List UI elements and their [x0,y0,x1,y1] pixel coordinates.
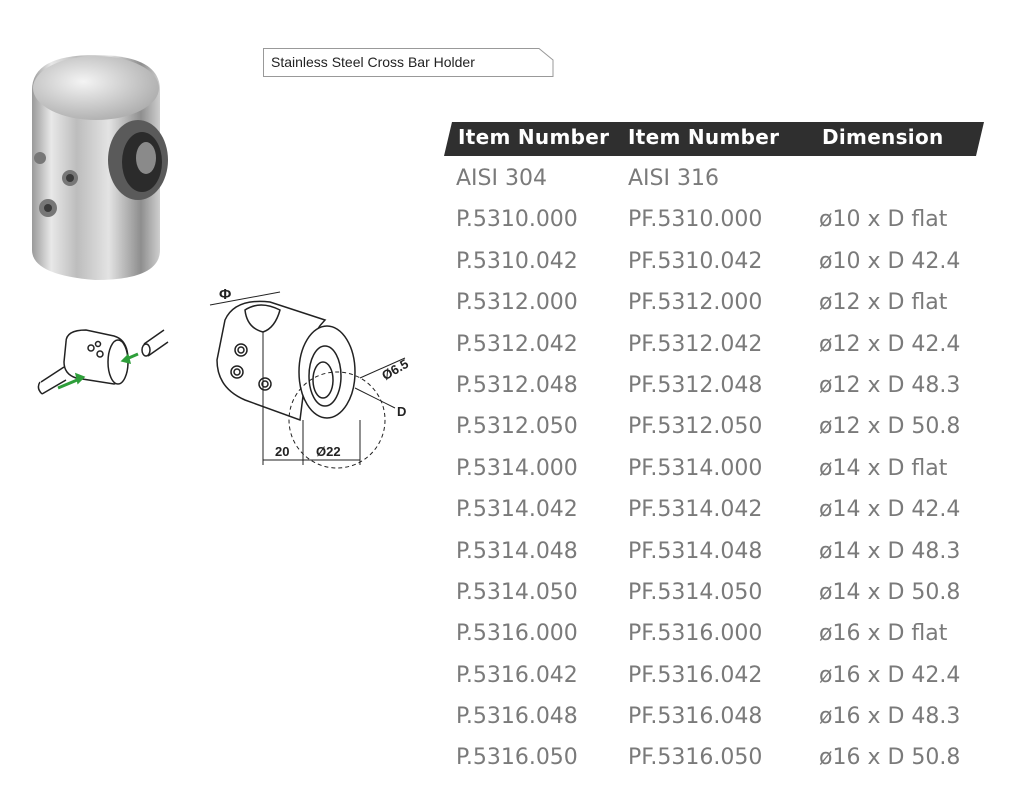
product-title: Stainless Steel Cross Bar Holder [271,54,475,70]
cell-aisi-316: PF.5312.050 [628,414,763,440]
dim-phi-label: Φ [219,286,232,303]
dimension-diagram: Φ Ø6.5 D 20 Ø22 [205,280,425,484]
table-row: P.5312.000 PF.5312.000 ø12 x D flat [444,286,984,327]
cell-dimension: ø12 x D 42.4 [819,331,961,357]
cell-aisi-316: PF.5314.048 [628,538,763,564]
table-row: P.5314.000 PF.5314.000 ø14 x D flat [444,452,984,493]
table-row: P.5314.048 PF.5314.048 ø14 x D 48.3 [444,535,984,576]
table-row: P.5316.050 PF.5316.050 ø16 x D 50.8 [444,741,984,782]
cell-dimension: ø16 x D 50.8 [819,745,961,771]
table-row: P.5312.050 PF.5312.050 ø12 x D 50.8 [444,410,984,451]
dim-d-label: D [397,404,407,419]
table-row: P.5310.000 PF.5310.000 ø10 x D flat [444,203,984,244]
cell-aisi-316: PF.5316.048 [628,704,763,730]
cell-aisi-316: PF.5314.042 [628,497,763,523]
cell-aisi-304: P.5310.042 [456,248,578,274]
table-row: P.5312.042 PF.5312.042 ø12 x D 42.4 [444,328,984,369]
cell-aisi-316: PF.5314.000 [628,455,763,481]
cell-aisi-316: PF.5314.050 [628,579,763,605]
cell-dimension: ø12 x D 48.3 [819,372,961,398]
cell-aisi-304: P.5316.050 [456,745,578,771]
cell-dimension: ø16 x D 42.4 [819,662,961,688]
cell-aisi-304: P.5316.042 [456,662,578,688]
cell-aisi-304: P.5314.050 [456,579,578,605]
table-header-background [444,122,984,156]
cell-aisi-304: P.5312.042 [456,331,578,357]
cell-aisi-316: PF.5310.042 [628,248,763,274]
cell-dimension: ø12 x D flat [819,290,948,316]
table-row: P.5312.048 PF.5312.048 ø12 x D 48.3 [444,369,984,410]
header-item-number-304: Item Number [458,125,610,149]
cell-aisi-304: P.5310.000 [456,207,578,233]
cell-aisi-304: P.5314.000 [456,455,578,481]
cell-dimension: ø10 x D flat [819,207,948,233]
header-dimension: Dimension [822,125,944,149]
cell-aisi-304: P.5312.000 [456,290,578,316]
cell-dimension: ø14 x D 42.4 [819,497,961,523]
dim-d22-label: Ø22 [316,444,341,459]
cell-dimension: ø14 x D flat [819,455,948,481]
table-row: P.5316.048 PF.5316.048 ø16 x D 48.3 [444,700,984,741]
cell-aisi-316: PF.5316.042 [628,662,763,688]
table-row: P.5316.000 PF.5316.000 ø16 x D flat [444,617,984,658]
title-frame [263,48,554,77]
table-row: P.5310.042 PF.5310.042 ø10 x D 42.4 [444,245,984,286]
cell-aisi-316: PF.5312.048 [628,372,763,398]
cell-aisi-304: P.5312.048 [456,372,578,398]
cell-dimension: ø16 x D flat [819,621,948,647]
cell-aisi-304: AISI 304 [456,166,547,191]
table-row: P.5314.042 PF.5314.042 ø14 x D 42.4 [444,493,984,534]
dim-20-label: 20 [275,444,290,459]
cell-aisi-304: P.5314.048 [456,538,578,564]
cell-dimension: ø14 x D 50.8 [819,579,961,605]
cell-aisi-316: AISI 316 [628,166,719,191]
table-row: AISI 304 AISI 316 [444,162,984,203]
cell-aisi-304: P.5316.048 [456,704,578,730]
cell-aisi-316: PF.5316.050 [628,745,763,771]
cell-aisi-304: P.5316.000 [456,621,578,647]
cell-dimension: ø10 x D 42.4 [819,248,961,274]
item-table: Item Number Item Number Dimension AISI 3… [444,122,984,770]
product-title-box: Stainless Steel Cross Bar Holder [263,48,554,77]
table-row: P.5316.042 PF.5316.042 ø16 x D 42.4 [444,659,984,700]
product-photo [20,50,180,294]
cell-dimension: ø12 x D 50.8 [819,414,961,440]
cell-aisi-304: P.5312.050 [456,414,578,440]
table-row: P.5314.050 PF.5314.050 ø14 x D 50.8 [444,576,984,617]
header-item-number-316: Item Number [628,125,780,149]
cell-aisi-316: PF.5310.000 [628,207,763,233]
cell-aisi-316: PF.5312.042 [628,331,763,357]
installation-diagram [36,322,176,411]
cell-aisi-316: PF.5312.000 [628,290,763,316]
cell-aisi-316: PF.5316.000 [628,621,763,647]
cell-dimension: ø16 x D 48.3 [819,704,961,730]
table-header: Item Number Item Number Dimension [444,122,984,156]
cell-aisi-304: P.5314.042 [456,497,578,523]
cell-dimension: ø14 x D 48.3 [819,538,961,564]
